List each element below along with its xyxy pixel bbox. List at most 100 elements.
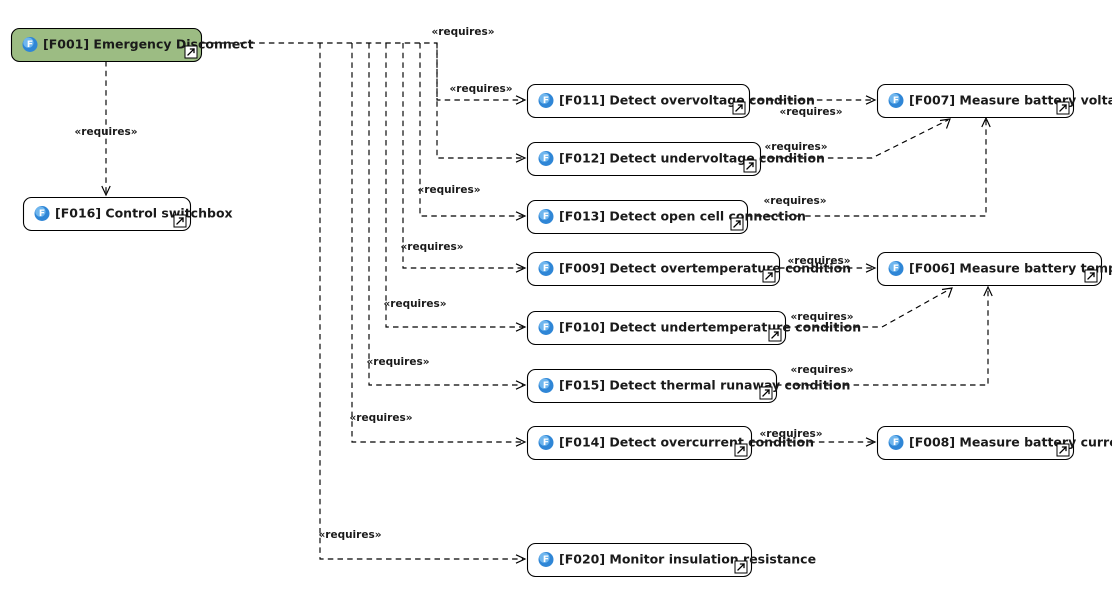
edge-f009-to-f006[interactable]: «requires»: [779, 255, 877, 273]
edge-path: [385, 43, 523, 328]
node-background: [876, 83, 1075, 119]
open-in-new-icon[interactable]: [759, 386, 773, 400]
edge-arrowhead: [515, 322, 527, 332]
function-icon: F: [538, 435, 554, 450]
node-background: [526, 310, 787, 346]
edge-arrowhead: [865, 95, 877, 105]
node-f013[interactable]: F[F013] Detect open cell connection: [526, 199, 806, 235]
edge-label: «requires»: [349, 412, 412, 424]
node-label: [F009] Detect overtemperature condition: [559, 261, 851, 276]
node-f012[interactable]: F[F012] Detect undervoltage condition: [526, 141, 825, 177]
edge-arrowhead: [939, 118, 951, 129]
edge-f010-to-f006[interactable]: «requires»: [785, 287, 953, 328]
node-label: [F007] Measure battery voltage: [909, 93, 1112, 108]
edge-label: «requires»: [383, 298, 446, 310]
edge-path: [402, 43, 523, 269]
open-in-new-icon[interactable]: [1084, 269, 1098, 283]
function-icon: F: [538, 378, 554, 393]
node-background: [526, 199, 749, 235]
edge-f014-to-f008[interactable]: «requires»: [751, 428, 877, 447]
node-f007[interactable]: F [F007] Measure battery voltage: [876, 83, 1112, 119]
open-in-new-icon[interactable]: [768, 328, 782, 342]
svg-text:F: F: [543, 381, 549, 391]
edge-f001-to-f012[interactable]: «requires»: [436, 43, 527, 163]
edge-arrowhead: [515, 554, 527, 564]
edge-arrowhead: [515, 95, 527, 105]
edge-arrowhead: [101, 185, 111, 197]
node-label: [F011] Detect overvoltage condition: [559, 93, 815, 108]
edge-label: «requires»: [318, 529, 381, 541]
node-f020[interactable]: F[F020] Monitor insulation resistance: [526, 542, 817, 578]
node-f016[interactable]: F[F016] Control switchbox: [22, 196, 233, 232]
edge-path: [368, 43, 523, 386]
edge-label: «requires»: [790, 311, 853, 323]
open-in-new-icon[interactable]: [734, 560, 748, 574]
edge-f001-to-f013[interactable]: «requires»: [417, 43, 527, 221]
function-icon: F: [538, 320, 554, 335]
open-in-new-icon[interactable]: [734, 443, 748, 457]
svg-text:F: F: [39, 209, 45, 219]
node-background: [22, 196, 192, 232]
edge-label: «requires»: [74, 126, 137, 138]
function-icon: F: [538, 552, 554, 567]
edge-path: [776, 289, 989, 386]
edge-f001-to-f009[interactable]: «requires»: [400, 43, 527, 273]
edge-f011-to-f007[interactable]: «requires»: [749, 95, 877, 118]
edge-path: [760, 119, 949, 159]
edge-f001-to-f010[interactable]: «requires»: [383, 43, 527, 332]
node-f006[interactable]: F[F006] Measure battery temperature: [876, 251, 1112, 287]
svg-text:F: F: [27, 40, 33, 50]
edge-f001-to-f016[interactable]: «requires»: [74, 61, 138, 197]
open-in-new-icon[interactable]: [173, 214, 187, 228]
node-label: [F010] Detect undertemperature condition: [559, 320, 861, 335]
node-f010[interactable]: F [F010] Detect undertemperature conditio…: [526, 310, 862, 346]
edge-f001-to-f020[interactable]: «requires»: [318, 43, 527, 564]
node-f009[interactable]: F [F009] Detect overtemperature condition: [526, 251, 852, 287]
edge-arrowhead: [515, 380, 527, 390]
edge-label: «requires»: [400, 241, 463, 253]
edge-label: «requires»: [417, 184, 480, 196]
node-f011[interactable]: F [F011] Detect overvoltage condition: [526, 83, 815, 119]
node-f001[interactable]: F [F001] Emergency Disconnect: [10, 27, 254, 63]
edge-f013-to-f007[interactable]: «requires»: [747, 116, 991, 217]
function-icon: F: [538, 261, 554, 276]
open-in-new-icon[interactable]: [732, 101, 746, 115]
edge-f001-to-f015[interactable]: «requires»: [366, 43, 527, 390]
svg-text:F: F: [543, 212, 549, 222]
edge-path: [747, 120, 987, 217]
node-background: [526, 542, 753, 578]
svg-text:F: F: [543, 438, 549, 448]
function-icon: F: [888, 261, 904, 276]
edge-f015-to-f006[interactable]: «requires»: [776, 285, 993, 386]
node-f015[interactable]: F[F015] Detect thermal runaway condition: [526, 368, 851, 404]
node-f008[interactable]: F[F008] Measure battery current: [876, 425, 1112, 461]
edge-arrowhead: [941, 287, 953, 298]
node-label: [F014] Detect overcurrent condition: [559, 435, 814, 450]
function-icon: F: [888, 435, 904, 450]
edge-f012-to-f007[interactable]: «requires»: [760, 118, 951, 159]
node-background: [526, 141, 762, 177]
function-icon: F: [538, 209, 554, 224]
open-in-new-icon[interactable]: [730, 217, 744, 231]
edge-f001-to-f011[interactable]: «requires»: [201, 26, 527, 105]
open-in-new-icon[interactable]: [743, 159, 757, 173]
edge-f001-to-f014[interactable]: «requires»: [349, 43, 527, 447]
edge-arrowhead: [865, 263, 877, 273]
open-in-new-icon[interactable]: [762, 269, 776, 283]
svg-text:F: F: [893, 96, 899, 106]
edge-label: «requires»: [764, 141, 827, 153]
svg-text:F: F: [893, 438, 899, 448]
edge-path: [319, 43, 523, 560]
svg-text:F: F: [543, 96, 549, 106]
open-in-new-icon[interactable]: [1056, 443, 1070, 457]
node-background: [526, 425, 753, 461]
node-label: [F001] Emergency Disconnect: [43, 37, 254, 52]
node-background: [526, 83, 751, 119]
open-in-new-icon[interactable]: [1056, 101, 1070, 115]
node-f014[interactable]: F [F014] Detect overcurrent condition: [526, 425, 815, 461]
svg-text:F: F: [893, 264, 899, 274]
function-icon: F: [22, 37, 38, 52]
open-in-new-icon[interactable]: [184, 45, 198, 59]
